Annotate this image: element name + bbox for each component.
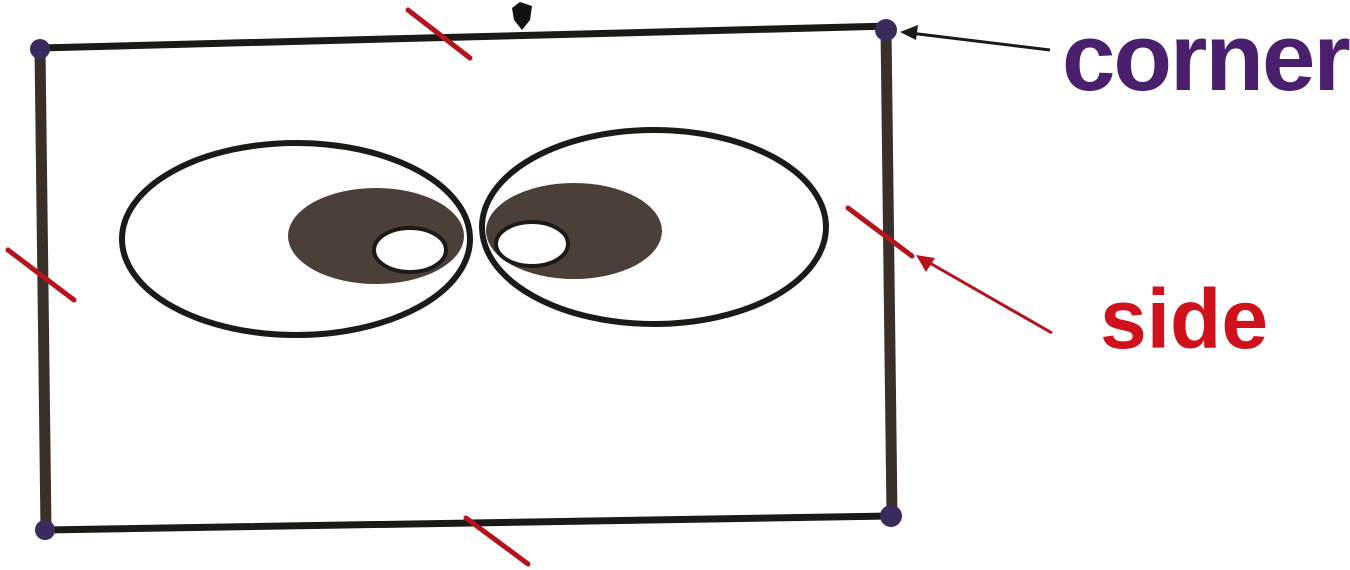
corner-dot-bottom-left bbox=[35, 520, 55, 540]
corner-dot-top-left bbox=[30, 39, 50, 59]
left-eye-highlight bbox=[374, 228, 446, 272]
side-label: side bbox=[1100, 272, 1268, 366]
right-side bbox=[886, 28, 892, 516]
left-eye bbox=[122, 143, 470, 335]
left-side bbox=[40, 48, 46, 530]
corner-dot-bottom-right bbox=[880, 505, 902, 527]
right-eye bbox=[482, 130, 826, 324]
side-arrow-icon bbox=[916, 255, 1052, 333]
corner-label: corner bbox=[1062, 4, 1349, 111]
tick-mark-right bbox=[848, 208, 912, 256]
corner-arrow-icon bbox=[900, 25, 1050, 50]
top-side bbox=[40, 26, 890, 48]
ink-blot bbox=[512, 2, 532, 30]
right-eye-highlight bbox=[496, 222, 568, 266]
corner-dot-top-right bbox=[875, 19, 897, 41]
